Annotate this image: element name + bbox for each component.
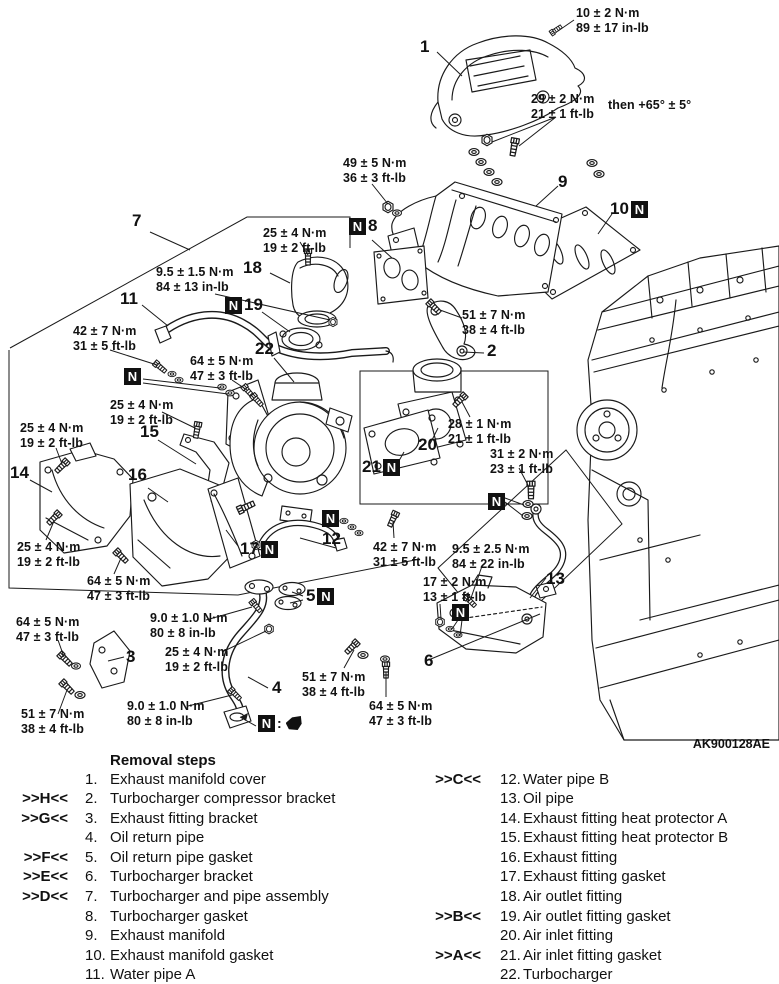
torque-callout: 25 ± 4 N·m 19 ± 2 ft-lb [110, 398, 174, 427]
removal-step-row: 1.Exhaust manifold cover >>C<<12.Water p… [85, 771, 610, 788]
n-marker-icon: N [317, 587, 335, 605]
part-label-11: 11 [120, 289, 138, 308]
torque-callout: 17 ± 2 N·m 13 ± 1 ft-lb [423, 575, 487, 604]
torque-callout: 9.0 ± 1.0 N·m 80 ± 8 in-lb [127, 699, 205, 728]
torque-callout: 64 ± 5 N·m 47 ± 3 ft-lb [87, 574, 151, 603]
n-marker-icon: N [258, 714, 275, 732]
leader-lines [29, 19, 613, 727]
torque-callout: 64 ± 5 N·m 47 ± 3 ft-lb [190, 354, 254, 383]
part-3-art [89, 630, 131, 689]
torque-callout: 9.5 ± 2.5 N·m 84 ± 22 in-lb [452, 542, 530, 571]
part-18-art [291, 256, 349, 328]
n-marker-icon: N [260, 540, 278, 558]
removal-steps-title: Removal steps [110, 752, 216, 769]
removal-step-row: >>G<<3.Exhaust fitting bracket 14.Exhaus… [21, 810, 728, 827]
part-label-7: 7 [132, 211, 142, 230]
part-label-2: 2 [487, 341, 497, 360]
torque-callout: 25 ± 4 N·m 19 ± 2 ft-lb [20, 421, 84, 450]
removal-step-row: 10.Exhaust manifold gasket >>A<<21.Air i… [85, 947, 662, 964]
part-label-18: 18 [243, 258, 262, 277]
part-label-9: 9 [558, 172, 568, 191]
exploded-view-drawing [8, 19, 779, 741]
removal-step-row: >>D<<7.Turbocharger and pipe assembly 18… [22, 888, 623, 905]
torque-callout: 10 ± 2 N·m 89 ± 17 in-lb [576, 6, 649, 35]
part-8-art [373, 245, 429, 305]
n-marker-icon: N [382, 458, 400, 476]
sealant-dab-icon [285, 716, 302, 730]
n-marker-icon: N [630, 200, 648, 218]
removal-step-row: 11.Water pipe A 22.Turbocharger [85, 966, 613, 983]
part-label-13: 13 [546, 569, 565, 588]
part-label-6: 6 [424, 651, 434, 670]
part-label-1: 1 [420, 37, 430, 56]
n-marker-icon: N [452, 604, 469, 621]
part-label-20: 20 [418, 435, 437, 454]
engine-block-art [576, 245, 779, 741]
torque-callout: 64 ± 5 N·m 47 ± 3 ft-lb [16, 615, 80, 644]
removal-step-row: >>F<<5.Oil return pipe gasket 16.Exhaust… [23, 849, 618, 866]
figure-code: AK900128AE [692, 737, 770, 751]
n-marker-icon: N [124, 368, 141, 385]
part-label-22: 22 [255, 339, 274, 358]
part-21-art [363, 409, 441, 475]
torque-callout: 9.0 ± 1.0 N·m 80 ± 8 in-lb [150, 611, 228, 640]
part-14-art [39, 442, 134, 554]
n-marker-sealant: N: [258, 714, 302, 732]
part-label-14: 14 [10, 463, 29, 482]
torque-callout: 25 ± 4 N·m 19 ± 2 ft-lb [17, 540, 81, 569]
torque-callout: 25 ± 4 N·m 19 ± 2 ft-lb [165, 645, 229, 674]
part-label-15: 15 [140, 422, 159, 441]
removal-step-row: >>H<<2.Turbocharger compressor bracket 1… [22, 790, 574, 807]
removal-step-row: 8.Turbocharger gasket >>B<<19.Air outlet… [85, 908, 671, 925]
n-marker: N [488, 493, 505, 510]
part-4-art [221, 579, 274, 729]
part-22-art [225, 372, 353, 525]
n-marker: N [124, 368, 141, 385]
torque-callout: 64 ± 5 N·m 47 ± 3 ft-lb [369, 699, 433, 728]
torque-callout: 51 ± 7 N·m 38 ± 4 ft-lb [462, 308, 526, 337]
part-19-art [279, 327, 323, 351]
part-6-art [436, 574, 547, 654]
torque-callout: 42 ± 7 N·m 31 ± 5 ft-lb [373, 540, 437, 569]
torque-callout: 29 ± 2 N·m 21 ± 1 ft-lb [531, 92, 595, 121]
n-marker: N [452, 604, 469, 621]
torque-callout: 25 ± 4 N·m 19 ± 2 ft-lb [263, 226, 327, 255]
part-label-12: 12 [322, 529, 341, 548]
part-11-art [154, 310, 394, 363]
part-17-art [207, 477, 261, 569]
torque-callout: 42 ± 7 N·m 31 ± 5 ft-lb [73, 324, 137, 353]
part-5-art [274, 581, 306, 611]
torque-callout: 9.5 ± 1.5 N·m 84 ± 13 in-lb [156, 265, 234, 294]
torque-callout: 49 ± 5 N·m 36 ± 3 ft-lb [343, 156, 407, 185]
n-marker-icon: N [349, 217, 366, 235]
removal-step-row: 9.Exhaust manifold 20.Air inlet fitting [85, 927, 614, 944]
torque-callout: 51 ± 7 N·m 38 ± 4 ft-lb [302, 670, 366, 699]
part-1-art [430, 35, 585, 137]
part-label-3: 3 [126, 647, 136, 666]
torque-callout: 31 ± 2 N·m 23 ± 1 ft-lb [490, 447, 554, 476]
torque-angle-note: then +65° ± 5° [608, 98, 692, 112]
part-label-16: 16 [128, 465, 147, 484]
removal-step-row: 4.Oil return pipe 15.Exhaust fitting hea… [85, 829, 729, 846]
part-12-art [256, 519, 348, 552]
part-label-4: 4 [272, 678, 282, 697]
n-marker-icon: N [488, 493, 505, 510]
torque-callout: 51 ± 7 N·m 38 ± 4 ft-lb [21, 707, 85, 736]
torque-callout: 28 ± 1 N·m 21 ± 1 ft-lb [448, 417, 512, 446]
n-marker-icon: N [322, 510, 339, 527]
removal-step-row: >>E<<6.Turbocharger bracket 17.Exhaust f… [22, 868, 666, 885]
n-marker: N [322, 510, 339, 527]
n-marker-icon: N [225, 296, 242, 314]
